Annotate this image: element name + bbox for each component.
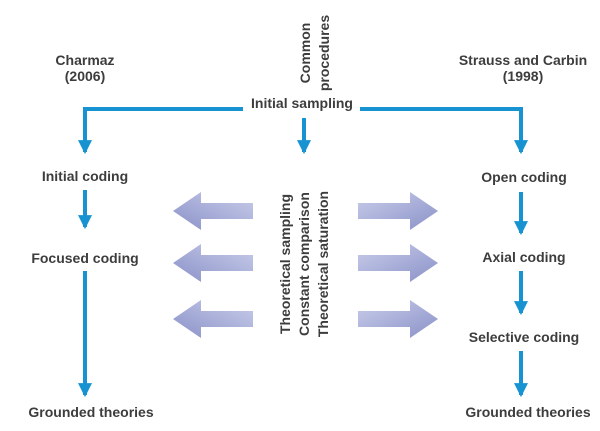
initial-sampling-label: Initial sampling [251,95,353,111]
selective-coding-label: Selective coding [468,329,580,345]
procedure-constant-comparison: Constant comparison [296,192,312,336]
grounded-theories-right-label: Grounded theories [465,404,591,420]
focused-coding-label: Focused coding [31,250,139,266]
common-procedures-line1: Common [297,22,313,84]
axial-coding-label: Axial coding [482,249,566,265]
charmaz-header: Charmaz (2006) [5,52,165,84]
block-arrow-left-icon [173,192,253,230]
connector-sampling-to-initial-coding [78,107,243,155]
strauss-carbin-header-name: Strauss and Carbin [458,52,588,68]
initial-coding-label: Initial coding [41,168,129,184]
block-arrow-left-icon [173,300,253,338]
charmaz-header-year: (2006) [64,68,106,84]
open-coding-label: Open coding [481,169,567,185]
block-arrow-right-icon [358,192,438,230]
procedure-theoretical-sampling: Theoretical sampling [277,193,293,335]
strauss-carbin-header-year: (1998) [502,68,544,84]
connector-sampling-to-open-coding [360,107,528,155]
grounded-theories-left-label: Grounded theories [28,404,154,420]
block-arrow-right-icon [358,300,438,338]
common-procedures-line2: procedures [316,14,332,92]
procedure-theoretical-saturation: Theoretical saturation [315,190,331,338]
common-procedures-list: Theoretical sampling Constant comparison… [276,179,336,349]
block-arrow-left-icon [173,244,253,282]
strauss-carbin-header: Strauss and Carbin (1998) [443,52,600,84]
common-procedures-header: Common procedures [296,3,336,103]
charmaz-header-name: Charmaz [55,52,115,68]
block-arrow-right-icon [358,244,438,282]
